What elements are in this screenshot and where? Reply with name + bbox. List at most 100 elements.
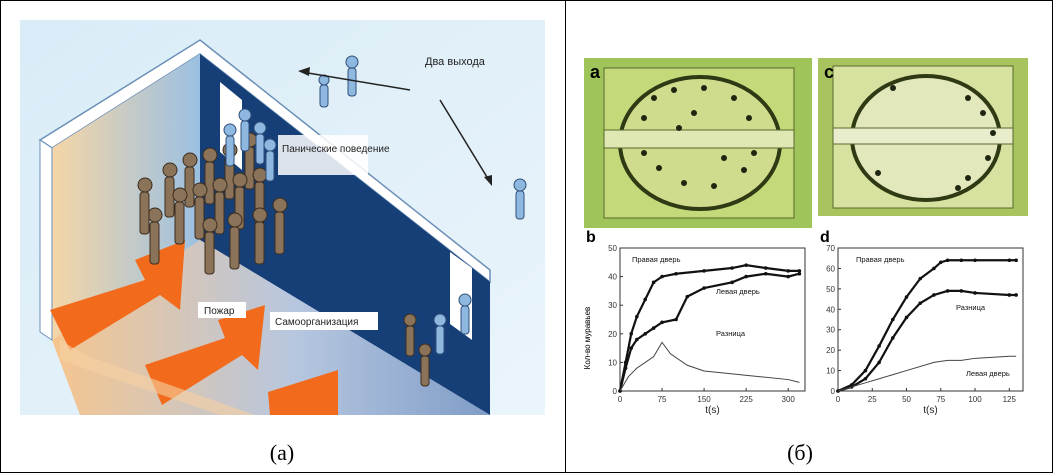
data-point	[730, 280, 734, 285]
data-point	[623, 366, 628, 370]
x-axis-label: t(s)	[923, 405, 937, 416]
y-tick-label: 20	[608, 330, 617, 339]
data-point	[629, 332, 634, 336]
x-tick-label: 100	[968, 395, 982, 404]
y-tick-label: 30	[826, 326, 835, 335]
data-point	[891, 336, 895, 340]
photo-panel-c: c	[818, 58, 1028, 216]
data-point	[904, 295, 909, 299]
caption-left: (a)	[269, 440, 295, 465]
data-point	[918, 276, 923, 281]
data-point	[959, 258, 964, 263]
data-point	[702, 269, 706, 273]
x-tick-label: 75	[658, 395, 667, 404]
label-fire-box	[198, 302, 246, 318]
label-exits: Два выхода	[425, 56, 486, 68]
label-selforg-box	[270, 312, 378, 330]
label-selforg: Самоорганизация	[275, 317, 358, 328]
data-point	[877, 360, 881, 365]
series-label: Правая дверь	[632, 255, 681, 264]
data-point	[643, 332, 648, 336]
data-point	[763, 271, 768, 276]
data-point	[660, 274, 664, 279]
y-tick-label: 50	[826, 285, 835, 294]
ants-c	[875, 85, 996, 191]
series-line	[837, 355, 1017, 392]
y-tick-label: 70	[826, 244, 835, 253]
plot-area	[619, 247, 806, 392]
y-tick-label: 40	[608, 273, 617, 282]
data-point	[863, 368, 868, 373]
label-panic: Панические поведение	[282, 144, 390, 155]
data-point	[932, 266, 936, 271]
caption-right: (б)	[787, 440, 813, 465]
data-point	[744, 274, 748, 279]
data-point	[786, 274, 790, 279]
series-line	[618, 264, 800, 392]
series-line	[619, 341, 800, 392]
x-tick-label: 75	[936, 395, 945, 404]
data-point	[744, 263, 748, 267]
chart-label-d: d	[820, 229, 830, 246]
x-tick-label: 225	[739, 395, 753, 404]
data-point	[629, 346, 634, 350]
data-point	[702, 286, 706, 290]
data-point	[973, 258, 977, 263]
data-point	[918, 301, 923, 305]
data-point	[945, 289, 950, 293]
panel-divider	[565, 0, 566, 473]
y-tick-label: 10	[608, 358, 617, 367]
photo-label-c: c	[824, 62, 834, 82]
data-point	[973, 291, 977, 295]
x-tick-label: 125	[1003, 395, 1017, 404]
x-tick-label: 0	[836, 395, 841, 404]
y-tick-label: 20	[826, 346, 835, 355]
x-tick-label: 50	[902, 395, 911, 404]
y-tick-label: 0	[831, 387, 836, 396]
data-point	[635, 314, 639, 319]
series-label: Левая дверь	[716, 287, 760, 296]
data-point	[959, 289, 964, 293]
x-tick-label: 300	[782, 395, 796, 404]
series-label: Правая дверь	[856, 255, 905, 264]
label-panic-box	[278, 135, 368, 175]
data-point	[891, 317, 895, 322]
data-point	[643, 297, 648, 302]
ants-a	[641, 85, 757, 189]
data-point	[674, 317, 678, 322]
x-axis-label: t(s)	[705, 405, 719, 416]
crowd-blue	[223, 55, 527, 355]
label-fire: Пожар	[204, 306, 235, 317]
data-point	[797, 269, 802, 273]
data-point	[904, 315, 909, 320]
y-tick-label: 60	[826, 264, 835, 273]
chart-label-b: b	[586, 229, 596, 246]
series-line	[837, 259, 1017, 393]
data-point	[945, 258, 950, 263]
data-point	[763, 266, 768, 270]
evacuation-illustration: Два выхода Панические поведение Пожар Са…	[20, 20, 545, 415]
photo-panel-a: a	[584, 58, 812, 228]
arrow-exit-1	[301, 71, 411, 91]
data-point	[1007, 258, 1012, 263]
series-label: Разница	[716, 329, 746, 338]
x-tick-label: 0	[618, 395, 623, 404]
data-point	[685, 294, 690, 299]
series-label: Разница	[956, 303, 986, 312]
data-point	[651, 326, 656, 330]
arrow-exit-2	[439, 99, 491, 183]
data-point	[863, 376, 868, 381]
chart-d: d 0 10 20 30 40 50 60 70 0 25 50 75 100 125 t(s) Правая…	[820, 229, 1024, 416]
data-point	[938, 260, 943, 265]
data-point	[635, 337, 639, 342]
data-point	[932, 293, 936, 297]
data-point	[786, 269, 790, 273]
y-tick-label: 0	[613, 387, 618, 396]
y-tick-label: 10	[826, 367, 835, 376]
data-point	[877, 344, 881, 348]
y-tick-label: 40	[826, 305, 835, 314]
data-point	[1007, 293, 1012, 297]
x-tick-label: 25	[868, 395, 877, 404]
data-point	[651, 280, 656, 285]
